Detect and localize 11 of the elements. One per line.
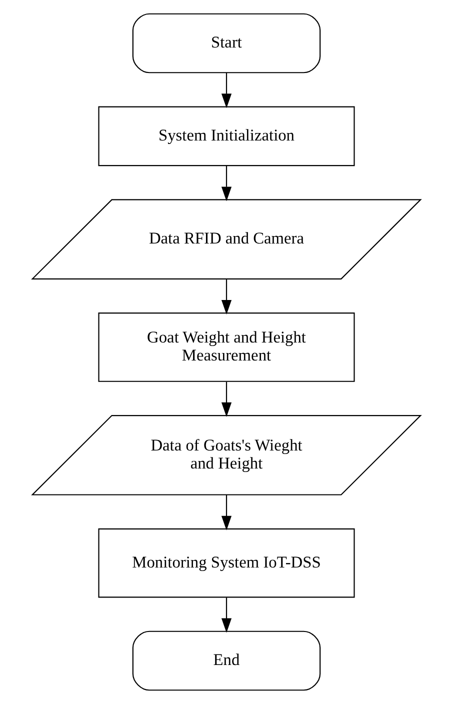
node-box: System Initialization	[98, 106, 355, 166]
node-box: End	[132, 630, 321, 691]
arrow	[221, 279, 232, 314]
node-box: Start	[132, 13, 321, 74]
arrow	[221, 382, 232, 417]
arrow	[221, 72, 232, 108]
arrow	[221, 598, 232, 633]
node-box: Goat Weight and Height Measurement	[98, 312, 355, 382]
arrow	[221, 495, 232, 530]
node-box: Monitoring System IoT-DSS	[98, 528, 355, 598]
arrow	[221, 166, 232, 202]
